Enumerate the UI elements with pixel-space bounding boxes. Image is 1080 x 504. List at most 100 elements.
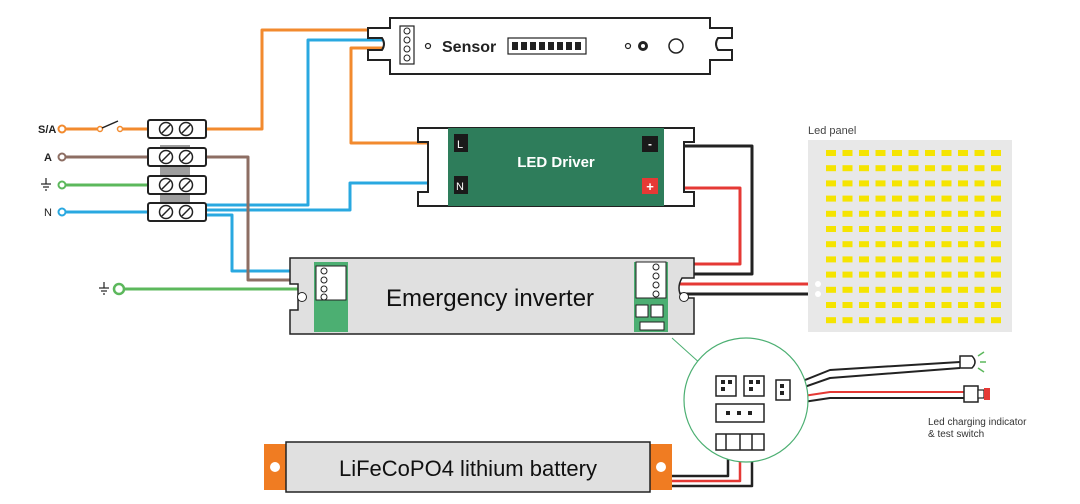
input-terminals: S/A A N [38, 120, 124, 219]
led-cell [925, 286, 935, 293]
led-cell [925, 256, 935, 263]
positive-wire-driver [660, 186, 742, 266]
led-cell [958, 150, 968, 156]
led-cell [826, 150, 836, 156]
led-cell [974, 317, 985, 324]
led-cell [974, 241, 985, 248]
led-cell [859, 210, 869, 217]
led-cell [991, 226, 1001, 232]
led-cell [958, 241, 968, 248]
zoom-connector-left [715, 375, 737, 397]
led-cell [892, 241, 902, 248]
led-cell [908, 165, 919, 172]
led-cell [974, 271, 985, 278]
led-cell [859, 286, 869, 293]
led-cell [941, 150, 952, 156]
led-cell [892, 302, 902, 308]
led-cell [875, 226, 886, 232]
led-cell [974, 256, 985, 263]
led-cell [859, 165, 869, 172]
terminal-row-4 [147, 202, 207, 222]
led-panel: Led panel [808, 125, 1012, 332]
earth-terminal-dot [57, 180, 67, 190]
led-cell [974, 286, 985, 293]
led-cell [826, 286, 836, 293]
indicator-label-line2: & test switch [928, 429, 984, 440]
terminal-row-3 [147, 175, 207, 195]
led-cell [826, 241, 836, 248]
led-cell [859, 302, 869, 308]
led-cell [991, 271, 1001, 278]
led-cell [842, 302, 853, 308]
led-cell [859, 180, 869, 187]
led-cell [958, 195, 968, 202]
led-cell [974, 165, 985, 172]
driver-positive-terminal [642, 178, 658, 194]
driver-terminal-l: L [457, 139, 463, 151]
led-cell [925, 195, 935, 202]
led-cell [974, 210, 985, 217]
led-cell [941, 317, 952, 324]
led-cell [892, 271, 902, 278]
led-cell [925, 302, 935, 308]
emergency-inverter: Emergency inverter [289, 257, 695, 335]
inverter-mount-hole-right [679, 292, 689, 302]
led-cell [826, 226, 836, 232]
led-cell [859, 256, 869, 263]
switch-icon [96, 120, 124, 133]
led-cell [941, 286, 952, 293]
led-cell [925, 241, 935, 248]
sensor-small-hole-icon [624, 42, 632, 50]
led-cell [875, 286, 886, 293]
led-cell [875, 302, 886, 308]
led-cell [892, 226, 902, 232]
led-cell [892, 180, 902, 187]
led-cell [925, 271, 935, 278]
led-cell [842, 180, 853, 187]
emergency-inverter-label: Emergency inverter [386, 285, 594, 312]
led-cell [842, 226, 853, 232]
battery-label: LiFeCoPO4 lithium battery [339, 456, 597, 481]
indicator-lead-black-3 [789, 397, 965, 405]
led-cell [958, 180, 968, 187]
led-cell [908, 150, 919, 156]
led-cell [908, 226, 919, 232]
led-cell [991, 241, 1001, 248]
led-driver-label: LED Driver [517, 154, 595, 171]
connector-zoom-detail [683, 337, 809, 463]
led-cell [925, 150, 935, 156]
led-cell [826, 180, 836, 187]
led-cell [908, 286, 919, 293]
led-cell [958, 271, 968, 278]
led-cell [958, 210, 968, 217]
led-cell [892, 195, 902, 202]
live-wire-sensor-top [205, 28, 408, 131]
led-cell [991, 180, 1001, 187]
n-terminal-dot [57, 207, 67, 217]
driver-terminal-n: N [456, 181, 464, 193]
sensor-lens-icon [668, 38, 684, 54]
led-cell [842, 317, 853, 324]
inverter-small-connectors [635, 304, 665, 331]
led-cell [974, 302, 985, 308]
led-cell [908, 271, 919, 278]
led-cell [958, 317, 968, 324]
inverter-earth-terminal [99, 282, 126, 296]
earth-symbol-icon [41, 178, 51, 191]
a-terminal-label: A [44, 152, 52, 164]
neutral-wire-sensor [205, 38, 408, 207]
lithium-battery: LiFeCoPO4 lithium battery [264, 441, 672, 493]
zoom-plug-side [775, 379, 791, 401]
terminal-block [147, 119, 207, 222]
live-wire-sensor-to-driver [349, 46, 460, 145]
a-terminal-dot [57, 152, 67, 162]
led-cell [974, 226, 985, 232]
led-cell [859, 317, 869, 324]
led-cell [859, 195, 869, 202]
led-driver: L N LED Driver - + [417, 127, 695, 207]
led-cell [941, 302, 952, 308]
led-panel-label: Led panel [808, 125, 856, 137]
led-cell [826, 256, 836, 263]
led-cell [991, 256, 1001, 263]
led-cell [826, 302, 836, 308]
